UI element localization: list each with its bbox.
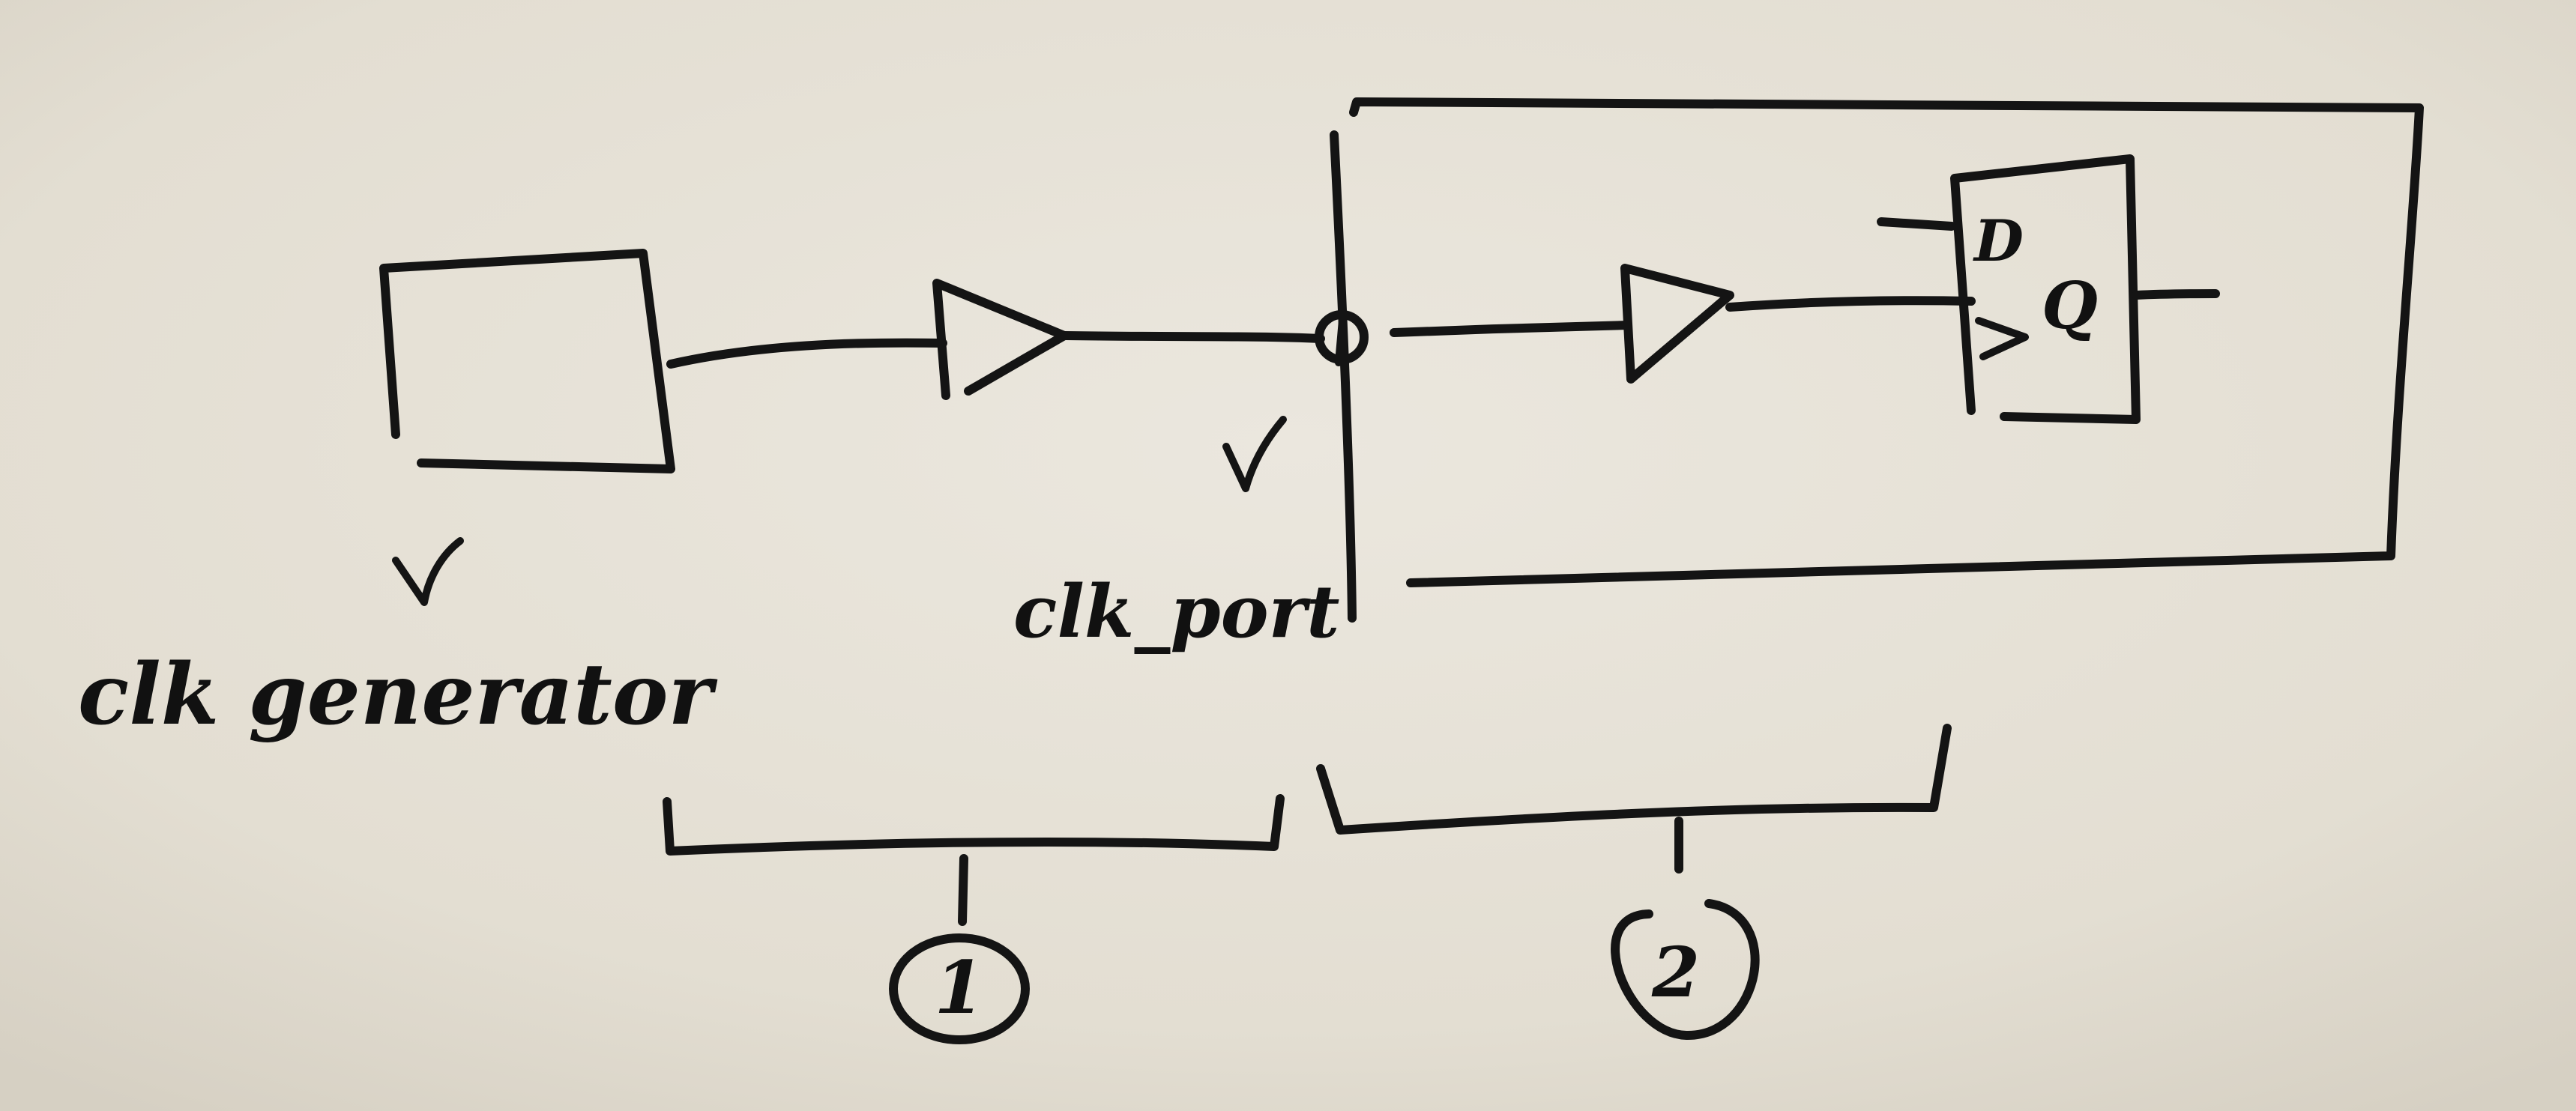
clock-generator-label: clk generator [78, 646, 718, 744]
wire-generator-to-buffer [666, 338, 947, 369]
flip-flop-q-output-wire [2132, 289, 2220, 300]
clock-port-label: clk_port [1013, 569, 1340, 654]
wire-buffer-to-port [1060, 331, 1325, 343]
section-2-brace [1316, 724, 1952, 835]
flip-flop-d-label: D [1973, 208, 2024, 274]
buffer-2-icon [1620, 264, 1734, 384]
flip-flop-d-input-wire [1877, 217, 1956, 231]
wire-port-to-buffer [1390, 321, 1632, 337]
flip-flop-box [1950, 154, 2141, 424]
block-boundary-line [1330, 130, 1357, 623]
section-1-circle [889, 933, 1030, 1044]
clock-generator-box [379, 249, 675, 473]
section-1-brace-tick [958, 854, 968, 926]
wire-buffer-to-flipflop [1725, 296, 1976, 312]
section-2-circle [1611, 899, 1760, 1041]
section-2-label: 2 [1651, 932, 1700, 1013]
check-mark-port-icon [1222, 416, 1287, 492]
flip-flop-clock-arrow [1975, 317, 2029, 360]
check-mark-generator-icon [392, 537, 464, 606]
section-1-brace [663, 794, 1285, 856]
flip-flop-q-label: Q [2042, 268, 2098, 344]
block-outline [1349, 97, 2424, 587]
clock-port-symbol [1315, 308, 1369, 366]
section-1-label: 1 [935, 945, 985, 1030]
